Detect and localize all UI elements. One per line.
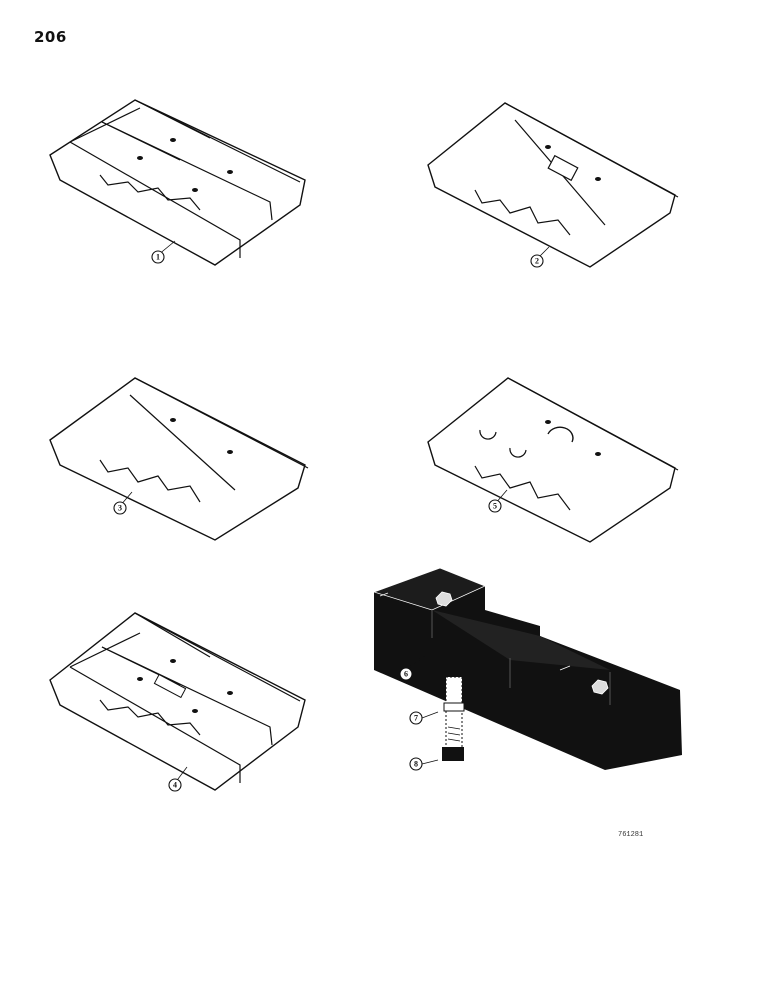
track-shoe-1-illustration	[49, 99, 306, 266]
callout-5-number: 5	[493, 502, 497, 511]
callout-4: 4	[168, 766, 188, 792]
callout-8-number: 8	[414, 760, 418, 769]
callout-7-number: 7	[414, 714, 418, 723]
rubber-pad-6-illustration	[372, 567, 682, 770]
bolt-7-nut-8-illustration	[442, 676, 465, 761]
page-number: 206	[34, 28, 67, 46]
callout-6: 6	[399, 655, 425, 681]
callout-6-number: 6	[404, 670, 408, 679]
callout-5: 5	[488, 489, 508, 513]
track-shoe-2-illustration	[427, 102, 679, 268]
track-shoe-3-illustration	[49, 377, 309, 541]
callout-3: 3	[113, 491, 133, 515]
track-shoe-4-illustration	[49, 612, 306, 791]
callout-8: 8	[409, 757, 439, 771]
callout-3-number: 3	[118, 504, 122, 513]
callout-1-number: 1	[156, 253, 160, 262]
callout-1: 1	[151, 240, 176, 264]
track-shoe-5-illustration	[427, 377, 679, 543]
callout-7: 7	[409, 711, 439, 725]
callout-2: 2	[530, 246, 550, 268]
figure-id: 761281	[618, 831, 644, 839]
callout-2-number: 2	[535, 257, 539, 266]
callout-4-number: 4	[173, 781, 177, 790]
